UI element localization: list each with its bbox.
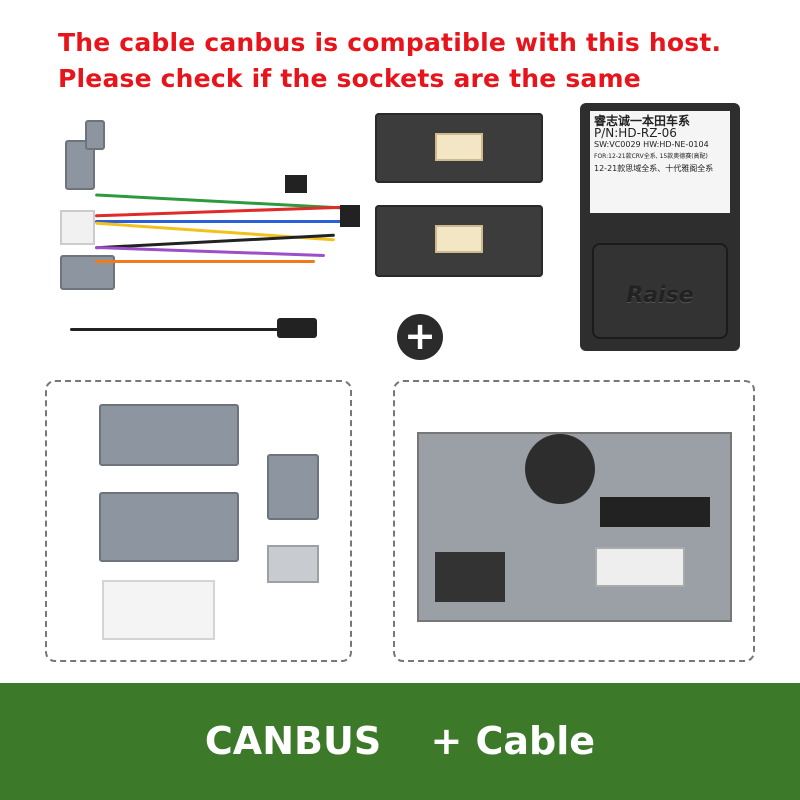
footer-canbus: CANBUS: [204, 719, 382, 763]
canbus-adapter-top: [375, 113, 543, 183]
compat-line-2: 12-21款思域全系、十代雅阁全系: [594, 164, 714, 173]
wiring-harness-image: [55, 110, 365, 360]
headline-line-2: Please check if the sockets are the same: [58, 64, 641, 93]
part-number: P/N:HD-RZ-06: [594, 126, 677, 140]
canbus-label: 睿志诚一本田车系 P/N:HD-RZ-06 SW:VC0029 HW:HD-NE…: [590, 111, 730, 213]
compat-line-1: FOR:12-21款CRV全系, 15款奥德赛(高配): [594, 153, 708, 160]
footer-banner: CANBUS + Cable: [0, 683, 800, 800]
head-unit-panel: [393, 380, 755, 662]
connector-panel: [45, 380, 352, 662]
canbus-box: 睿志诚一本田车系 P/N:HD-RZ-06 SW:VC0029 HW:HD-NE…: [580, 103, 740, 351]
canbus-adapter-bottom: [375, 205, 543, 277]
raise-logo: Raise: [592, 243, 728, 339]
headline-line-1: The cable canbus is compatible with this…: [58, 28, 722, 57]
software-version: SW:VC0029 HW:HD-NE-0104: [594, 140, 709, 149]
footer-cable: + Cable: [430, 719, 596, 763]
plus-icon: +: [397, 314, 443, 360]
brand-title: 睿志诚一本田车系: [594, 114, 691, 128]
